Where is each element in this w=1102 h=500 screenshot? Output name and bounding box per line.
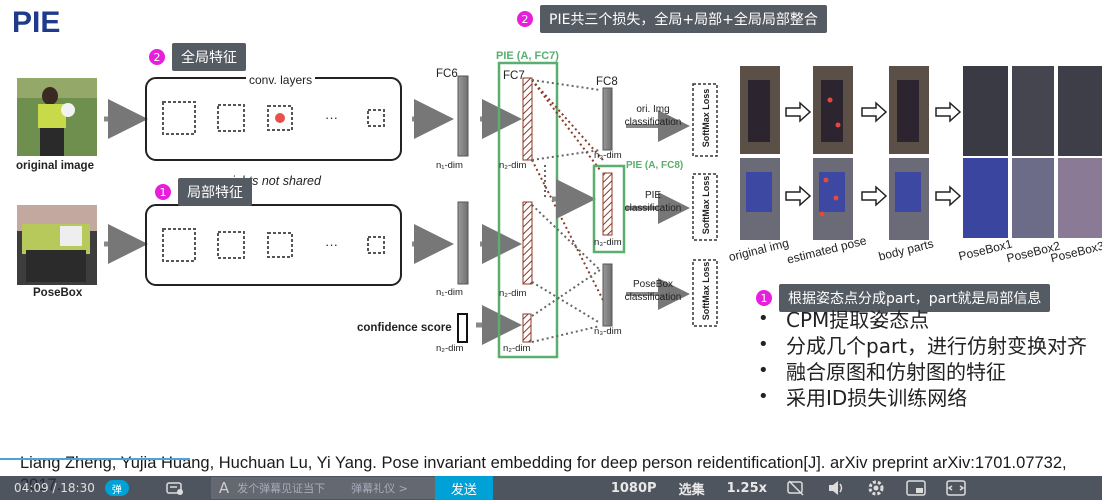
bullet-list: •CPM提取姿态点 •分成几个part，进行仿射变换对齐 •融合原图和仿射图的特… [758, 305, 1088, 410]
note-number-badge: 2 [517, 11, 533, 27]
send-danmaku-button[interactable]: 发送 [434, 476, 493, 500]
softmax-loss-3: SoftMax Loss [701, 261, 711, 321]
pie-fc8-label: PIE (A, FC8) [626, 160, 684, 171]
font-style-icon[interactable]: A [218, 479, 230, 497]
episodes-button[interactable]: 选集 [678, 482, 705, 498]
settings-icon[interactable] [865, 479, 887, 497]
pie-fc7-label: PIE (A, FC7) [496, 50, 559, 62]
fc8-dim-top: n₃-dim [594, 150, 622, 161]
danmaku-etiquette-link[interactable]: 弹幕礼仪 > [351, 482, 408, 495]
fc7-dim-top: n₂-dim [499, 160, 527, 171]
posebox-classification: PoseBox classification [624, 279, 682, 303]
slide-title: PIE [12, 6, 61, 39]
fc7-dim-conf: n₂-dim [503, 343, 531, 354]
volume-icon[interactable] [825, 479, 847, 497]
note-text: 全局特征 [172, 43, 246, 71]
pie-architecture-diagram [17, 61, 1102, 359]
fc6-dim-top: n₁-dim [436, 160, 463, 171]
note-three-losses: 2 PIE共三个损失，全局+局部+全局局部整合 [517, 5, 827, 33]
fc7-label: FC7 [503, 70, 525, 82]
video-player-controls: 04:09 / 18:30 弹 A 发个弹幕见证当下 弹幕礼仪 > 发送 108… [0, 476, 1102, 500]
danmaku-off-icon[interactable] [785, 479, 807, 497]
note-text: 局部特征 [178, 178, 252, 206]
conv-layers-label: conv. layers [246, 73, 316, 87]
widescreen-icon[interactable] [945, 479, 967, 497]
note-text: 根据姿态点分成part，part就是局部信息 [779, 284, 1051, 312]
playback-time: 04:09 / 18:30 [14, 481, 95, 495]
fc8-dim-bottom: n₃-dim [594, 326, 622, 337]
bullet-item: •分成几个part，进行仿射变换对齐 [758, 333, 1088, 358]
progress-line [0, 458, 190, 460]
fc7-dim-bottom: n₂-dim [499, 288, 527, 299]
softmax-loss-2: SoftMax Loss [701, 175, 711, 235]
posebox-thumbnail [17, 205, 97, 285]
fc6-label: FC6 [436, 68, 458, 80]
softmax-loss-1: SoftMax Loss [701, 88, 711, 148]
note-part-info: 1 根据姿态点分成part，part就是局部信息 [756, 284, 1051, 312]
danmaku-settings-icon[interactable] [163, 479, 187, 497]
fc8-label: FC8 [596, 76, 618, 88]
bullet-item: •CPM提取姿态点 [758, 307, 930, 332]
note-text: PIE共三个损失，全局+局部+全局局部整合 [540, 5, 827, 33]
note-local-feature: 1 局部特征 [155, 178, 252, 206]
original-image-thumbnail [17, 78, 97, 156]
dots-bottom: ··· [325, 237, 338, 252]
dots-top: ··· [325, 110, 338, 125]
pie-classification: PIE classification [624, 190, 682, 214]
note-number-badge: 1 [155, 184, 171, 200]
ori-img-classification: ori. Img classification [624, 104, 682, 128]
danmaku-toggle-button[interactable]: 弹 [104, 480, 129, 496]
quality-selector[interactable]: 1080P [610, 480, 657, 496]
speed-selector[interactable]: 1.25x [726, 480, 768, 496]
bullet-item: •融合原图和仿射图的特征 [758, 359, 1006, 384]
note-number-badge: 2 [149, 49, 165, 65]
confidence-score-label: confidence score [357, 322, 452, 334]
fc6-dim-bottom: n₁-dim [436, 287, 463, 298]
pose-image-row-1 [740, 66, 1102, 156]
danmaku-placeholder: 发个弹幕见证当下 [237, 482, 326, 495]
fc8-dim-mid: n₃-dim [594, 237, 622, 248]
danmaku-input[interactable]: A 发个弹幕见证当下 弹幕礼仪 > [210, 477, 435, 499]
bullet-item: •采用ID损失训练网络 [758, 385, 968, 410]
pip-icon[interactable] [905, 479, 927, 497]
original-image-label: original image [16, 160, 94, 172]
conf-dim: n₂-dim [436, 343, 464, 354]
note-number-badge: 1 [756, 290, 772, 306]
note-global-feature: 2 全局特征 [149, 43, 246, 71]
pose-image-row-2 [740, 158, 1102, 240]
posebox-label: PoseBox [33, 287, 83, 299]
